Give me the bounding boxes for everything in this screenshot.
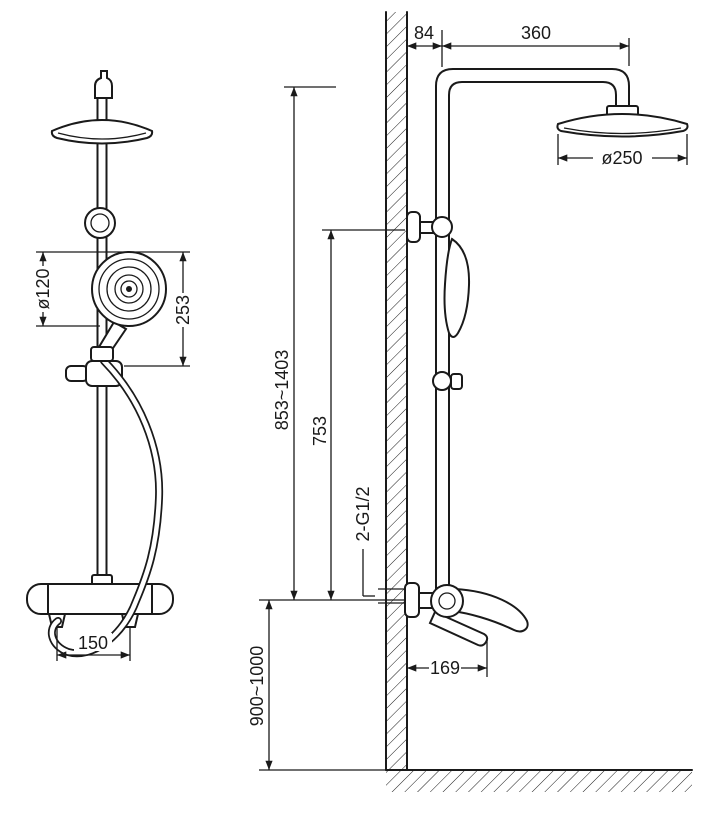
- dim-connections: 2-G1/2: [353, 486, 373, 541]
- overhead-shower-side: [556, 105, 689, 138]
- handshower-holder: [84, 207, 116, 239]
- riser-pipe-side: [435, 68, 630, 602]
- side-view: 84 360 ø250 853~1403 753 900~1000 169 2-…: [247, 11, 693, 792]
- dim-inlet-spacing: 150: [78, 633, 108, 653]
- dim-hand-shower-offset: 253: [173, 295, 193, 325]
- shower-arm-connector-front: [94, 70, 113, 99]
- dim-mixer-install-height: 900~1000: [247, 646, 267, 727]
- front-dimensions: ø120 253 150: [33, 251, 193, 661]
- front-view: ø120 253 150: [26, 70, 193, 661]
- hand-shower-side: [443, 237, 471, 338]
- dim-spout-reach: 169: [430, 658, 460, 678]
- dim-riser-to-head: 360: [521, 23, 551, 43]
- mixer-valve-side: [404, 582, 529, 647]
- side-dimensions: 84 360 ø250 853~1403 753 900~1000 169 2-…: [247, 23, 688, 771]
- mixer-valve-front: [26, 574, 174, 628]
- dim-wall-to-riser: 84: [414, 23, 434, 43]
- wall-bracket: [406, 211, 453, 243]
- dim-riser-height: 753: [310, 416, 330, 446]
- dim-overall-height: 853~1403: [272, 350, 292, 431]
- dim-head-diameter: ø250: [601, 148, 642, 168]
- floor-section: [385, 769, 693, 792]
- overhead-shower-front: [50, 119, 154, 145]
- dim-hand-shower-diameter: ø120: [33, 268, 53, 309]
- connection-thread-callout: 2-G1/2: [353, 486, 404, 604]
- shower-hose: [47, 357, 164, 658]
- slider-bracket-side: [432, 371, 463, 391]
- hand-shower-front: [90, 251, 167, 362]
- wall-section: [385, 11, 408, 771]
